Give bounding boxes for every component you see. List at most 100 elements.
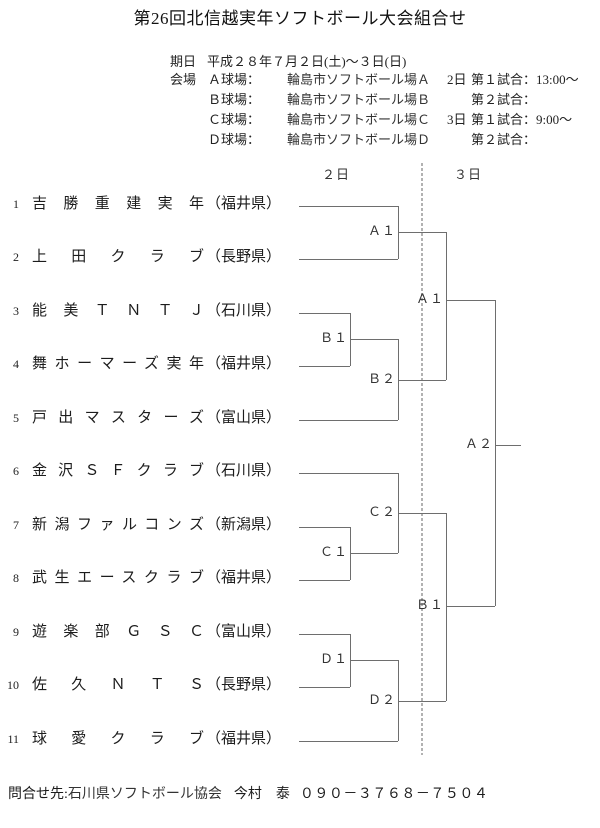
match-label-b1: Ｂ１ [319,330,348,345]
contact-org: 石川県ソフトボール協会 [67,785,222,801]
schedule-row: 2日第１試合：13:00～ [447,72,579,88]
team-name: 上田クラブ [32,249,204,265]
bracket-line [299,687,350,688]
bracket-line [350,660,398,661]
team-name: 金沢ＳＦクラブ [32,463,204,479]
match-label-a2: Ａ２ [464,436,493,451]
team-number: 10 [7,678,19,692]
team-name: 舞ホーマーズ実年 [32,356,204,372]
match-label-b1_r2: Ｂ１ [415,597,444,612]
bracket-line [398,701,446,702]
bracket-line [350,553,398,554]
team-prefecture: （福井県） [206,356,282,372]
schedule-row: 第２試合： [447,132,536,148]
contact-label: 問合せ先: [8,787,68,802]
match-label-d2: Ｄ２ [367,692,396,707]
team-number: 5 [13,411,19,425]
match-label-a1: Ａ１ [367,223,396,238]
team-name: 新潟ファルコンズ [32,517,204,533]
contact-phone: ０９０－３７６８－７５０４ [299,787,489,802]
bracket-line [446,232,447,380]
team-number: 4 [13,357,19,371]
bracket-line [299,206,398,207]
bracket-line [299,473,398,474]
bracket-line [299,259,398,260]
team-prefecture: （福井県） [206,570,282,586]
team-number: 2 [13,250,19,264]
bracket-line [299,313,350,314]
venue-name: 輪島市ソフトボール場Ｂ [287,92,431,107]
bracket-line [398,380,446,381]
bracket-line [446,513,447,701]
match-label-d1: Ｄ１ [319,651,348,666]
team-name: 吉勝重建実年 [32,196,204,212]
schedule-row: 3日第１試合：9:00～ [447,112,572,128]
team-prefecture: （石川県） [206,303,282,319]
bracket-line [299,366,350,367]
team-name: 能美ＴＮＴＪ [32,303,204,319]
venue-name: 輪島市ソフトボール場Ａ [287,72,431,87]
schedule-day: 2日 [447,72,467,87]
team-number: 11 [7,732,19,746]
schedule-game: 第２試合： [471,132,537,147]
team-number: 3 [13,304,19,318]
bracket-line [495,445,521,446]
bracket-line [398,513,446,514]
venue-label: 会場 [170,72,197,87]
bracket-line [398,232,446,233]
team-prefecture: （新潟県） [206,517,282,533]
team-number: 8 [13,571,19,585]
bracket-day2-header: ２日 [322,167,351,182]
bracket-line [350,339,398,340]
team-prefecture: （長野県） [206,677,282,693]
match-label-a1_r2: Ａ１ [415,291,444,306]
contact-person: 今村 泰 [233,787,290,802]
team-name: 武生エースクラブ [32,570,204,586]
team-name: 球愛クラブ [32,731,204,747]
bracket-line [299,580,350,581]
team-name: 遊楽部ＧＳＣ [32,624,204,640]
contact-footer: 問合せ先:石川県ソフトボール協会今村 泰 ０９０－３７６８－７５０４ [8,783,488,803]
page-title: 第26回北信越実年ソフトボール大会組合せ [133,9,467,28]
team-prefecture: （福井県） [206,196,282,212]
schedule-game: 第２試合： [471,92,537,107]
schedule-game: 第１試合：13:00～ [471,72,579,87]
team-number: 9 [13,625,19,639]
venue-field-label: Ｄ球場： [208,132,261,147]
match-label-b2: Ｂ２ [367,371,396,386]
bracket-line [299,420,398,421]
venue-field-label: Ａ球場： [208,72,261,87]
team-prefecture: （福井県） [206,731,282,747]
team-name: 戸出マスターズ [32,410,204,426]
venue-field-label: Ｃ球場： [208,112,261,127]
team-number: 6 [13,464,19,478]
date-value: 平成２８年７月２日(土)～３日(日) [207,54,407,69]
schedule-game: 第１試合：9:00～ [471,112,573,127]
bracket-line [446,300,495,301]
bracket-line [446,606,495,607]
match-label-c2: Ｃ２ [367,504,396,519]
schedule-row: 第２試合： [447,92,536,108]
team-number: 7 [13,518,19,532]
team-prefecture: （富山県） [206,410,282,426]
bracket-line [495,300,496,606]
match-label-c1: Ｃ１ [319,544,348,559]
schedule-day: 3日 [447,112,467,127]
venue-name: 輪島市ソフトボール場Ｃ [287,112,431,127]
date-label: 期日 [170,54,197,69]
bracket-line [299,527,350,528]
venue-field-label: Ｂ球場： [208,92,261,107]
bracket-line [398,660,399,741]
team-prefecture: （富山県） [206,624,282,640]
day-separator-dotted-line [421,163,423,755]
team-number: 1 [13,197,19,211]
date-row: 期日 [170,54,196,70]
bracket-day3-header: ３日 [454,167,483,182]
bracket-line [398,339,399,420]
bracket-line [299,634,350,635]
team-prefecture: （石川県） [206,463,282,479]
team-name: 佐久ＮＴＳ [32,677,204,693]
bracket-line [299,741,398,742]
team-prefecture: （長野県） [206,249,282,265]
